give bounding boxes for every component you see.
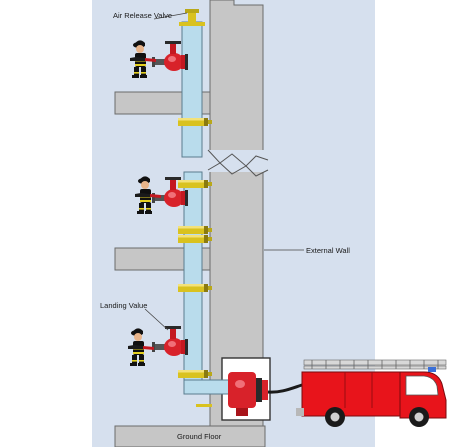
breeching-inlet-flange xyxy=(256,378,262,402)
ground-floor-label: Ground Floor xyxy=(177,432,222,441)
pipe-coupling-6 xyxy=(178,370,212,378)
air-release-leader xyxy=(153,12,188,20)
breeching-inlet-base xyxy=(236,408,248,416)
landing-valve-leader xyxy=(144,308,169,331)
riser-pipe-horizontal xyxy=(183,379,231,395)
wall-break-top xyxy=(207,149,269,167)
fire-truck xyxy=(296,359,447,427)
air-release-valve-stem xyxy=(188,12,196,22)
riser-pipe-upper xyxy=(181,21,203,158)
wall-break-bottom xyxy=(207,162,269,177)
air-release-valve xyxy=(179,22,205,26)
wall-break xyxy=(208,150,268,172)
pipe-coupling-2 xyxy=(178,180,212,188)
landing-valve-label: Landing Value xyxy=(100,301,147,310)
air-release-valve-cap xyxy=(185,9,199,13)
ground-floor-slab xyxy=(114,425,266,447)
pipe-bracket xyxy=(196,404,212,407)
pipe-coupling-3 xyxy=(178,226,212,234)
pipe-coupling-1 xyxy=(178,118,212,126)
external-wall-label: External Wall xyxy=(306,246,350,255)
pipe-coupling-5 xyxy=(178,284,212,292)
air-release-valve-label: Air Release Valve xyxy=(113,11,172,20)
breeching-inlet xyxy=(228,372,256,408)
breeching-inlet-outlet xyxy=(262,380,268,400)
pipe-coupling-4 xyxy=(178,235,212,243)
breeching-inlet-highlight xyxy=(235,380,245,388)
